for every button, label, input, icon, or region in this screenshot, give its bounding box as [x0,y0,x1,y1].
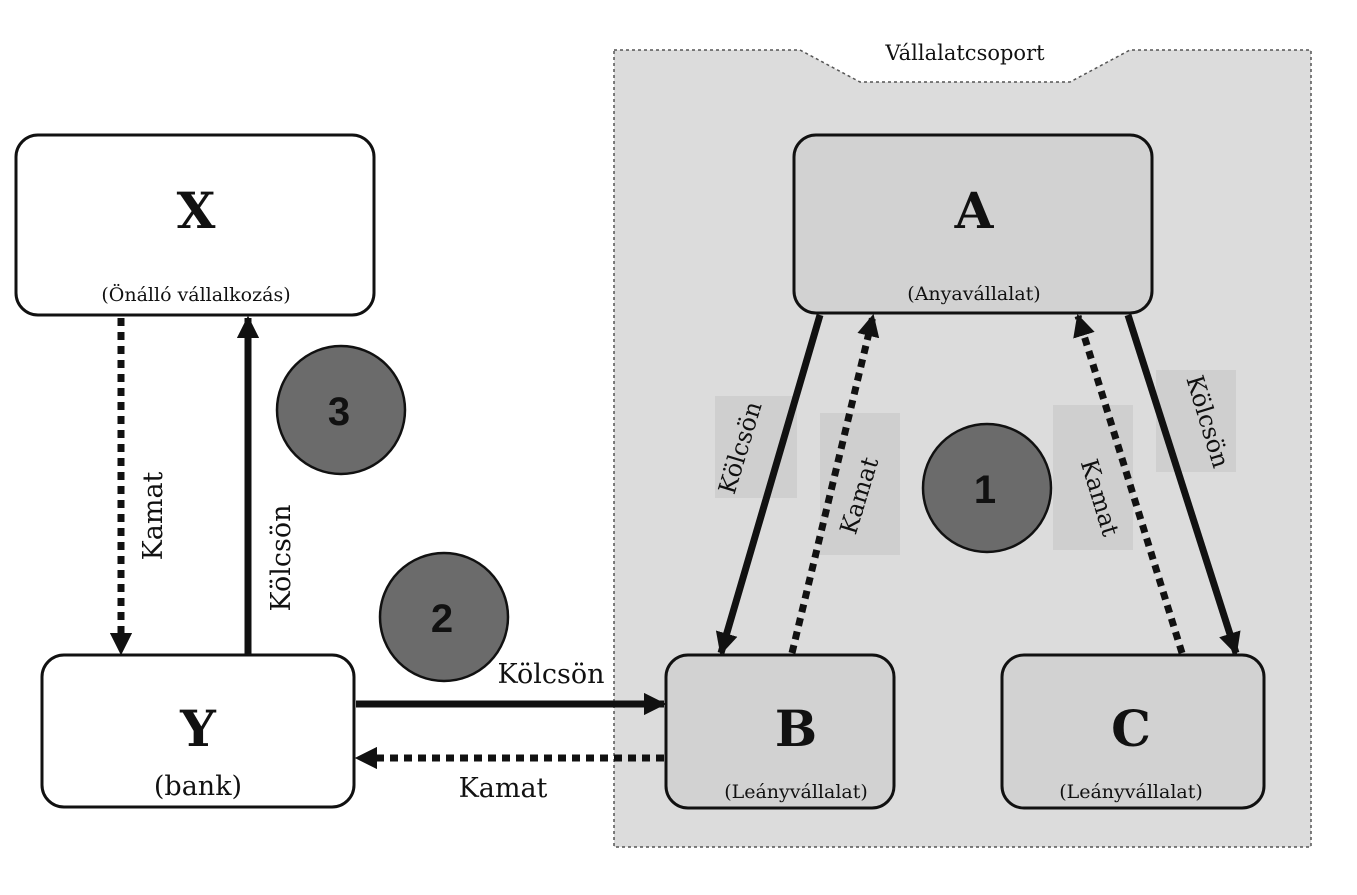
node-c-subtitle: (Leányvállalat) [1059,781,1203,803]
marker-2: 2 [378,551,510,683]
marker-1-number: 1 [974,468,996,512]
node-b-box [664,653,896,810]
node-y-subtitle: (bank) [154,771,242,802]
edge-c-to-a-arrow [1073,313,1186,655]
node-x: X (Önálló vállalkozás) [14,133,376,317]
edge-b-to-a-arrow [788,313,880,654]
edge-a-to-b-arrow [715,314,824,656]
node-b-subtitle: (Leányvállalat) [724,781,868,803]
node-b-letter: B [775,699,817,758]
marker-3-number: 3 [328,390,350,434]
node-x-subtitle: (Önálló vállalkozás) [101,283,290,306]
node-x-letter: X [177,181,216,240]
label-backgrounds [715,370,1236,555]
marker-1: 1 [921,422,1053,554]
edges [109,313,1241,770]
node-a-box [792,133,1154,315]
marker-1-circle [921,422,1053,554]
node-y-letter: Y [179,699,217,758]
node-c-letter: C [1111,699,1151,758]
marker-2-circle [378,551,510,683]
node-a-letter: A [954,181,995,240]
marker-2-number: 2 [431,597,453,641]
marker-3-circle [275,344,407,476]
node-c: C (Leányvállalat) [1000,653,1266,810]
node-a: A (Anyavállalat) [792,133,1154,315]
edge-a-to-c-arrow [1124,313,1241,656]
node-y: Y (bank) [40,653,356,809]
node-x-box [14,133,376,317]
node-b: B (Leányvállalat) [664,653,896,810]
node-y-box [40,653,356,809]
numbered-markers: 3 2 1 [275,344,1053,683]
node-a-subtitle: (Anyavállalat) [907,283,1040,305]
group-title: Vállalatcsoport [884,41,1045,65]
edge-y-to-b-label: Kölcsön [498,659,605,690]
node-c-box [1000,653,1266,810]
marker-3: 3 [275,344,407,476]
label-bg [1053,405,1133,550]
edge-b-to-y-label: Kamat [459,773,548,804]
edge-y-to-x-label: Kölcsön [266,505,297,612]
edge-x-to-y-label: Kamat [138,471,169,560]
